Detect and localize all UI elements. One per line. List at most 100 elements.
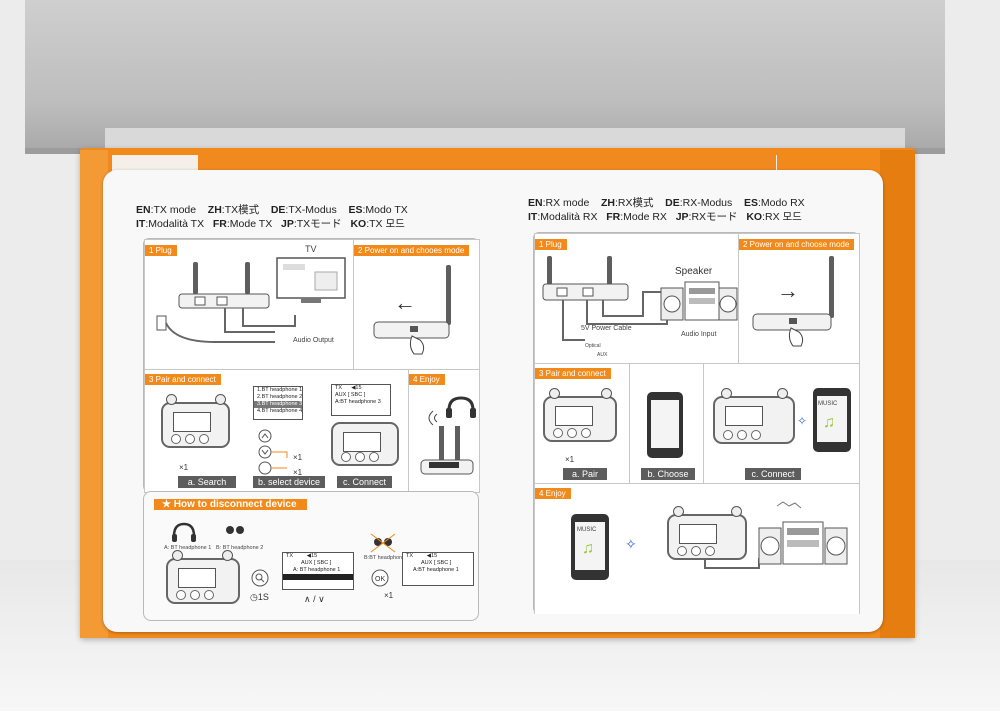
tx-device-screen xyxy=(343,432,381,452)
tx-device-search xyxy=(161,402,230,448)
screen-aux: AUX [ SBC ] xyxy=(335,392,366,398)
rx-header-line2: IT:Modalità RX FR:Mode RX JP:RXモード KO:RX… xyxy=(528,211,802,223)
rx-device-screen xyxy=(679,524,717,544)
tx-caption-search: a. Search xyxy=(178,476,236,488)
hp-a-label: A: BT headphone 1 xyxy=(164,545,212,551)
device-button xyxy=(581,428,591,438)
tx-device-connect xyxy=(331,422,399,466)
tx-antenna-left xyxy=(193,262,198,294)
rx-audio-input-label: Audio Input xyxy=(681,331,717,338)
rx-panel: 1 Plug Speaker 5V Power Cable Audio xyxy=(533,232,860,614)
tx-caption-select-device: b. select device xyxy=(253,476,325,488)
device-button xyxy=(369,452,379,462)
hp-b-label: B: BT headphone 2 xyxy=(216,545,264,551)
device-button xyxy=(553,428,563,438)
search-button-icon xyxy=(251,569,269,587)
tx-ok-times: ×1 xyxy=(293,468,303,477)
device-button xyxy=(190,590,200,600)
disc-times: ×1 xyxy=(384,591,394,600)
tx-select-times: ×1 xyxy=(293,453,303,462)
tx-power-switch-diagram xyxy=(373,321,450,355)
disconnect-screen-before: TX ◀15 AUX [ SBC ] A: BT headphone 1 xyxy=(282,552,354,590)
rx-device-screen xyxy=(555,406,593,426)
screen-mode-label: TX ◀15 xyxy=(332,385,390,392)
screen-device: A: BT headphone 1 xyxy=(293,567,341,573)
rx-power-cable-label: 5V Power Cable xyxy=(581,325,632,332)
rx-caption-pair: a. Pair xyxy=(563,468,607,480)
antenna-knob xyxy=(222,550,233,561)
device-button xyxy=(355,452,365,462)
tx-audio-output-label: Audio Output xyxy=(293,337,334,344)
device-button xyxy=(199,434,209,444)
screen-tx: TX xyxy=(286,553,294,559)
tx-step2-antenna xyxy=(446,265,451,325)
device-list-item-selected: 3.BT headphone 3 xyxy=(254,401,302,408)
rx-phone-choose xyxy=(647,392,683,458)
ok-button-icon: OK xyxy=(371,569,389,587)
device-button xyxy=(705,546,715,556)
phone-music-label: MUSIC xyxy=(818,401,838,407)
rx-step4-tag: 4 Enjoy xyxy=(535,488,571,499)
music-note-icon: ♫ xyxy=(582,540,594,557)
screen-mode-label: TX ◀15 xyxy=(283,553,353,560)
device-button xyxy=(204,590,214,600)
screen-volume: ◀15 xyxy=(426,553,438,559)
screen-volume: ◀15 xyxy=(351,385,362,391)
rx-enjoy-device xyxy=(667,514,747,560)
tx-device-screen xyxy=(173,412,211,432)
device-button xyxy=(341,452,351,462)
rx-step3-cell: 3 Pair and connect ×1 a. Pair b. Choose xyxy=(534,363,860,485)
rx-device-screen xyxy=(725,406,763,426)
earbuds-crossed-icon xyxy=(370,533,396,553)
rx-antenna-left xyxy=(547,256,552,286)
rx-step2-antenna xyxy=(829,256,834,318)
rx-antenna-right xyxy=(607,256,612,286)
antenna-knob xyxy=(673,506,684,517)
music-note-icon: ♫ xyxy=(823,414,835,431)
screen-bar xyxy=(283,574,353,580)
phone-screen xyxy=(651,400,679,448)
tx-header-line2: IT:Modalità TX FR:Mode TX JP:TXモード KO:TX… xyxy=(136,218,405,230)
device-button xyxy=(176,590,186,600)
instruction-card: EN:TX mode ZH:TX模式 DE:TX-Modus ES:Modo T… xyxy=(103,170,883,632)
stereo-speaker-icon xyxy=(758,501,848,565)
screen-tx: TX xyxy=(406,553,414,559)
tx-select-buttons xyxy=(258,429,288,475)
rx-step1-cell: 1 Plug Speaker 5V Power Cable Audio xyxy=(534,233,740,365)
tx-step4-tag: 4 Enjoy xyxy=(409,374,445,385)
rx-pair-times: ×1 xyxy=(565,455,575,464)
antenna-knob xyxy=(166,394,177,405)
antenna-knob xyxy=(549,388,560,399)
rx-header-line1: EN:RX mode ZH:RX模式 DE:RX-Modus ES:Modo R… xyxy=(528,197,805,209)
antenna-knob xyxy=(172,550,183,561)
tx-step4-cell: 4 Enjoy xyxy=(408,369,480,493)
disconnect-device xyxy=(166,558,240,604)
device-list-item: 2.BT headphone 2 xyxy=(257,394,303,400)
screen-mode-label: TX ◀15 xyxy=(403,553,473,560)
phone-music-label: MUSIC xyxy=(577,527,597,533)
tx-step3-tag: 3 Pair and connect xyxy=(145,374,221,385)
device-list-item: 4.BT headphone 4 xyxy=(257,408,303,414)
rx-caption-connect: c. Connect xyxy=(745,468,801,480)
antenna-knob xyxy=(731,506,742,517)
tx-device-screen xyxy=(178,568,216,588)
screen-aux: AUX [ SBC ] xyxy=(421,560,452,566)
disc-hp-b-label: B:BT headphone 2 xyxy=(364,555,410,561)
rx-power-switch-diagram xyxy=(752,313,832,347)
tx-tv-label: TV xyxy=(305,244,317,254)
rx-enjoy-phone: MUSIC ♫ xyxy=(571,514,609,580)
rx-enjoy-cable xyxy=(704,558,760,569)
tx-search-times: ×1 xyxy=(179,463,189,472)
rx-caption-choose: b. Choose xyxy=(641,468,695,480)
box-right-wall xyxy=(880,150,915,638)
tx-step3-cell: 3 Pair and connect ×1 a. Search 1.BT hea… xyxy=(144,369,410,493)
disconnect-title: ★ How to disconnect device xyxy=(154,499,307,510)
device-button xyxy=(677,546,687,556)
rx-device-connect xyxy=(713,396,795,444)
tx-caption-connect: c. Connect xyxy=(337,476,392,488)
tx-step2-tag: 2 Power on and chooes mode xyxy=(354,245,470,256)
device-button xyxy=(691,546,701,556)
screen-device: A:BT headphone 3 xyxy=(335,399,381,405)
phone-screen xyxy=(575,522,605,570)
bluetooth-icon: ✧ xyxy=(797,414,808,428)
